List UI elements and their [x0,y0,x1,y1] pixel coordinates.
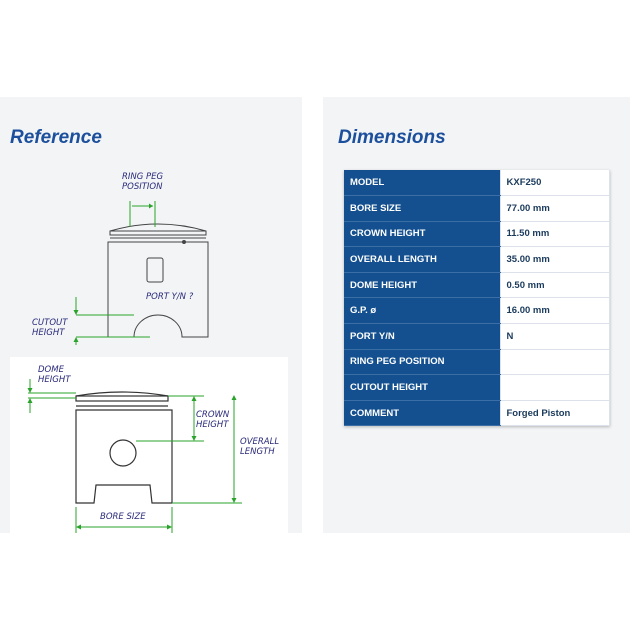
table-row: CROWN HEIGHT 11.50 mm [344,221,610,248]
row-label: PORT Y/N [344,323,500,350]
crown-label-line2: HEIGHT [196,420,229,430]
overall-label-line1: OVERALL [240,437,279,447]
row-label: OVERALL LENGTH [344,246,500,273]
top-piston-outline [107,223,209,338]
top-piston-diagram: RING PEG POSITION PORT Y/N ? CUTOUT HEIG… [32,172,209,345]
cutout-label-line2: HEIGHT [32,328,65,338]
row-label: BORE SIZE [344,195,500,222]
cutout-label-line1: CUTOUT [32,318,68,328]
dome-arrow-up [27,398,33,403]
reference-title: Reference [10,127,102,148]
row-value: KXF250 [499,170,610,197]
bore-arrow-right [167,524,172,530]
dome-label-line1: DOME [38,365,65,375]
overall-arrow-down [231,498,237,503]
crown-label-line1: CROWN [196,410,230,420]
row-value: N [499,323,610,350]
table-row: PORT Y/N N [344,323,610,350]
reference-panel: Reference RING PEG POSITION PORT Y/N ? [0,97,302,533]
overall-label-line2: LENGTH [240,447,275,457]
row-label: CROWN HEIGHT [344,221,500,248]
row-value [499,374,610,401]
dome-label-line2: HEIGHT [38,375,71,385]
cutout-dimension [75,297,150,345]
table-row: MODEL KXF250 [344,170,610,197]
table-row: OVERALL LENGTH 35.00 mm [344,246,610,273]
row-value [499,349,610,376]
bore-size-label: BORE SIZE [100,512,146,522]
row-value: 35.00 mm [499,246,610,273]
row-label: DOME HEIGHT [344,272,500,299]
table-row: RING PEG POSITION [344,349,610,376]
row-label: CUTOUT HEIGHT [344,374,500,401]
dimensions-panel: Dimensions MODEL KXF250 BORE SIZE 77.00 … [323,97,630,533]
table-row: G.P. ø 16.00 mm [344,297,610,325]
row-label: G.P. ø [344,297,500,325]
wrist-pin-hole [109,439,137,467]
crown-arrow-down [191,436,197,441]
row-label: COMMENT [344,400,500,427]
row-value: 77.00 mm [499,195,610,222]
crown-arrow-up [191,396,197,401]
overall-length-dimension [172,397,242,504]
ring-peg-marker [182,240,186,244]
dome-arrow-down [27,388,33,393]
crown-height-dimension [136,395,204,442]
cutout-arrow-down [73,337,79,342]
ring-peg-label-line1: RING PEG [122,172,164,182]
bottom-piston-outline [75,391,173,504]
ring-peg-arrow [149,203,153,209]
bore-arrow-left [76,524,81,530]
table-row: DOME HEIGHT 0.50 mm [344,272,610,299]
overall-arrow-up [231,395,237,400]
row-value: 0.50 mm [499,272,610,299]
table-row: CUTOUT HEIGHT [344,374,610,401]
row-value: 11.50 mm [499,221,610,248]
dimensions-table: MODEL KXF250 BORE SIZE 77.00 mm CROWN HE… [344,170,610,427]
table-row: COMMENT Forged Piston [344,400,610,427]
row-value: Forged Piston [499,400,610,427]
row-label: RING PEG POSITION [344,349,500,376]
ring-peg-dimension [129,201,156,227]
row-value: 16.00 mm [499,297,610,325]
row-label: MODEL [344,170,500,197]
bottom-piston-diagram: DOME HEIGHT CROWN HEIGHT OVERALL LENGTH [27,365,279,533]
port-label: PORT Y/N ? [146,292,194,302]
bottom-diagram-box: DOME HEIGHT CROWN HEIGHT OVERALL LENGTH [10,357,288,533]
ring-peg-label-line2: POSITION [122,182,163,192]
table-row: BORE SIZE 77.00 mm [344,195,610,222]
dimensions-title: Dimensions [338,127,446,148]
cutout-arrow-up [73,310,79,315]
bore-size-dimension [75,507,173,533]
